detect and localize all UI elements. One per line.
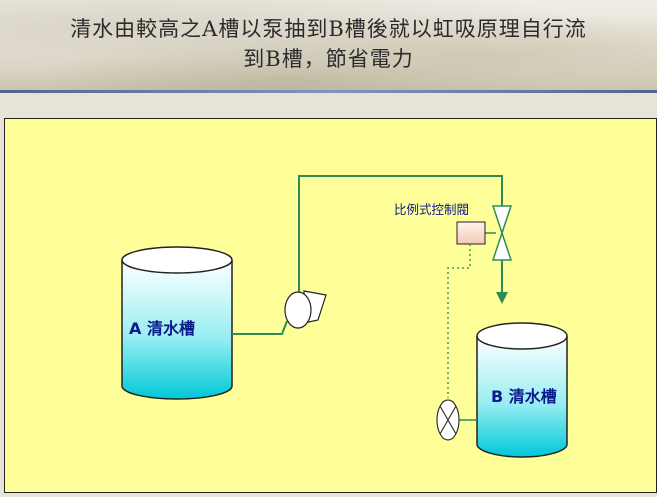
valve-label: 比例式控制閥 — [394, 202, 469, 217]
diagram-panel: 比例式控制閥 A 清水槽 B 清水槽 — [4, 118, 657, 493]
tank-a-label: A 清水槽 — [129, 319, 195, 338]
signal-line — [447, 244, 471, 398]
siphon-diagram: 比例式控制閥 A 清水槽 B 清水槽 — [4, 118, 657, 493]
title-line-1: 清水由較高之A槽以泵抽到B槽後就以虹吸原理自行流 — [70, 17, 587, 41]
pump-icon — [284, 290, 327, 329]
banner-divider — [0, 90, 657, 93]
tank-b — [476, 322, 568, 458]
flow-arrow-icon — [496, 292, 508, 304]
control-valve-icon — [491, 205, 513, 261]
tank-a — [121, 246, 233, 400]
pipe-pump-to-valve — [298, 175, 503, 295]
header-banner: 清水由較高之A槽以泵抽到B槽後就以虹吸原理自行流 到B槽，節省電力 — [0, 0, 657, 93]
tank-b-label: B 清水槽 — [491, 387, 557, 406]
lower-valve-icon — [436, 399, 460, 441]
title-line-2: 到B槽，節省電力 — [243, 47, 414, 71]
slide-title: 清水由較高之A槽以泵抽到B槽後就以虹吸原理自行流 到B槽，節省電力 — [20, 14, 637, 74]
pipe-a-to-pump — [232, 320, 288, 335]
controller-box — [456, 221, 486, 245]
